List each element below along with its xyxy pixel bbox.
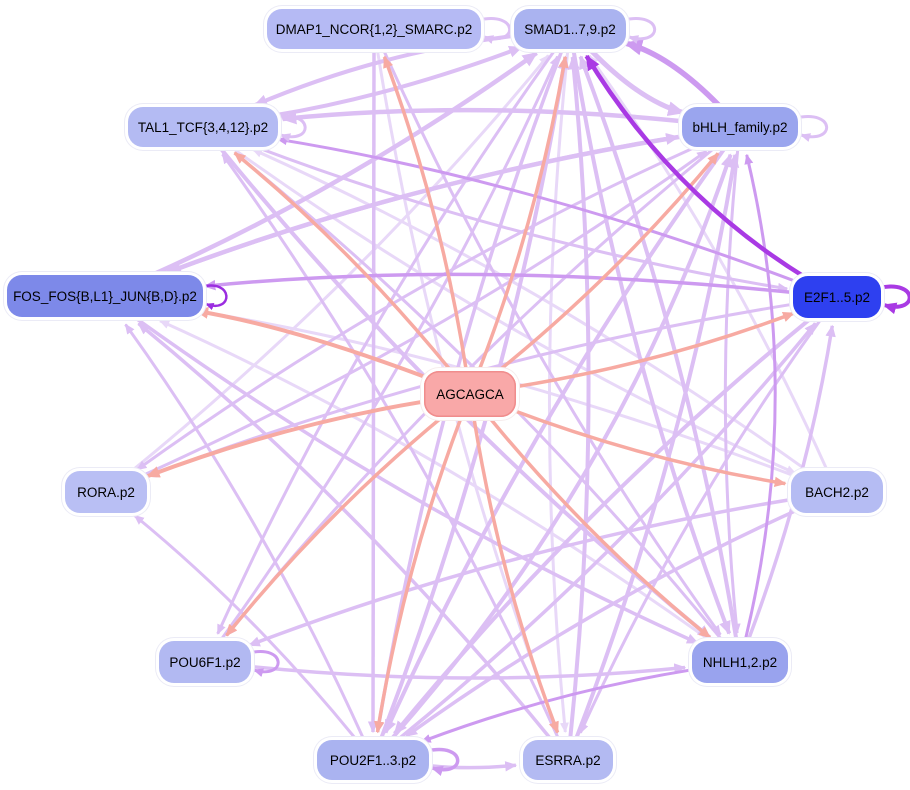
node-label: FOS_FOS{B,L1}_JUN{B,D}.p2 (13, 288, 197, 304)
node-label: E2F1..5.p2 (803, 289, 871, 305)
node-label: SMAD1..7,9.p2 (524, 21, 616, 37)
node-agcagca-motif[interactable]: AGCAGCA (424, 371, 516, 417)
node-label: AGCAGCA (436, 386, 504, 402)
node-pou6f1[interactable]: POU6F1.p2 (159, 641, 251, 683)
node-rora[interactable]: RORA.p2 (65, 471, 147, 513)
node-dmap1-ncor-smarc[interactable]: DMAP1_NCOR{1,2}_SMARC.p2 (267, 9, 481, 49)
node-tal1-tcf[interactable]: TAL1_TCF{3,4,12}.p2 (128, 107, 278, 147)
node-label: POU6F1.p2 (169, 654, 241, 670)
node-esrra[interactable]: ESRRA.p2 (523, 740, 613, 780)
node-label: RORA.p2 (77, 484, 135, 500)
node-pou2f1[interactable]: POU2F1..3.p2 (317, 740, 429, 780)
node-bhlh-family[interactable]: bHLH_family.p2 (682, 107, 798, 147)
node-label: DMAP1_NCOR{1,2}_SMARC.p2 (275, 21, 473, 37)
node-e2f1-5[interactable]: E2F1..5.p2 (793, 276, 881, 318)
node-smad[interactable]: SMAD1..7,9.p2 (514, 9, 626, 49)
node-bach2[interactable]: BACH2.p2 (791, 471, 883, 513)
node-label: ESRRA.p2 (535, 752, 601, 768)
node-nhlh[interactable]: NHLH1,2.p2 (692, 641, 788, 683)
node-label: TAL1_TCF{3,4,12}.p2 (137, 119, 269, 135)
node-fos-jun[interactable]: FOS_FOS{B,L1}_JUN{B,D}.p2 (7, 275, 203, 317)
node-label: BACH2.p2 (805, 484, 869, 500)
node-label: NHLH1,2.p2 (702, 654, 778, 670)
node-label: POU2F1..3.p2 (329, 752, 417, 768)
node-label: bHLH_family.p2 (692, 119, 788, 135)
